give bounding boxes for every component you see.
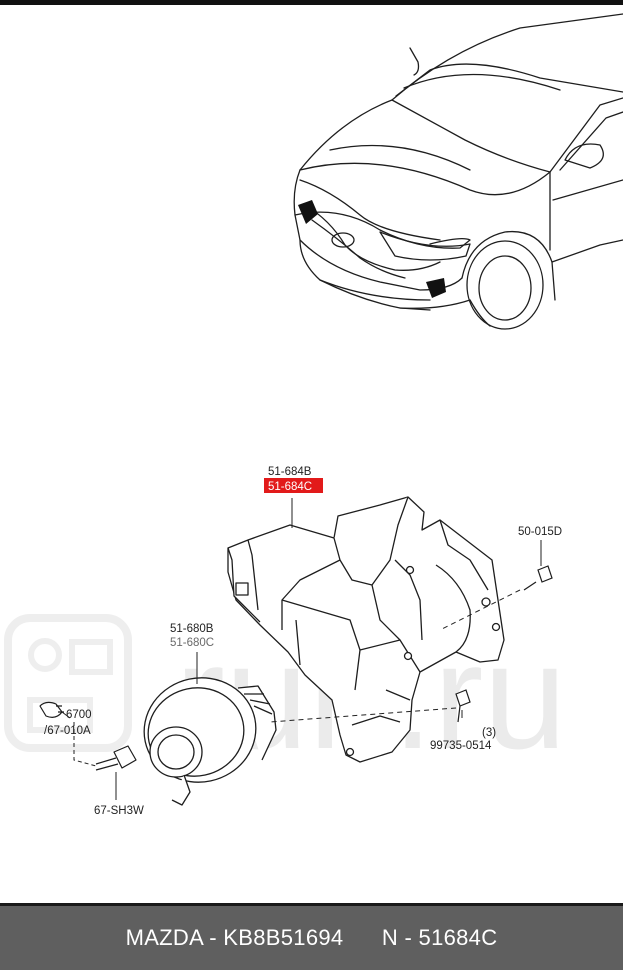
leader-lines [61,498,542,800]
foglamp-illustration [143,677,277,806]
bracket-illustration [227,496,505,763]
watermark-logo-icon [4,614,132,752]
callout-bracket-highlight: 51-684C [268,481,312,493]
callout-bolt-qty: (3) [482,727,496,739]
callout-connector: 67-SH3W [94,805,144,817]
highlight-box [264,478,323,493]
top-border [0,0,623,5]
bolt-bottom-illustration [455,689,471,723]
caption-text: MAZDA - KB8B51694 N - 51684C [125,925,498,950]
callout-foglamp-secondary: 51-680C [170,637,214,649]
callout-bolt-right: 50-015D [518,526,562,538]
callout-bulb-alt: /67-010A [44,725,91,737]
bulb-illustration [39,701,64,718]
caption-bar: MAZDA - KB8B51694 N - 51684C [0,903,623,970]
connector-illustration [95,745,137,771]
foglamp-location-right [426,278,446,298]
car-illustration [293,13,623,330]
callout-foglamp-primary: 51-680B [170,623,214,635]
callout-bulb: 6700 [66,709,92,721]
bolt-right-illustration [523,565,553,591]
callout-bolt-bottom: 99735-0514 [430,740,492,752]
parts-diagram: ruh.ru [4,13,623,817]
foglamp-location-left [298,200,318,224]
callout-bracket-primary: 51-684B [268,466,312,478]
